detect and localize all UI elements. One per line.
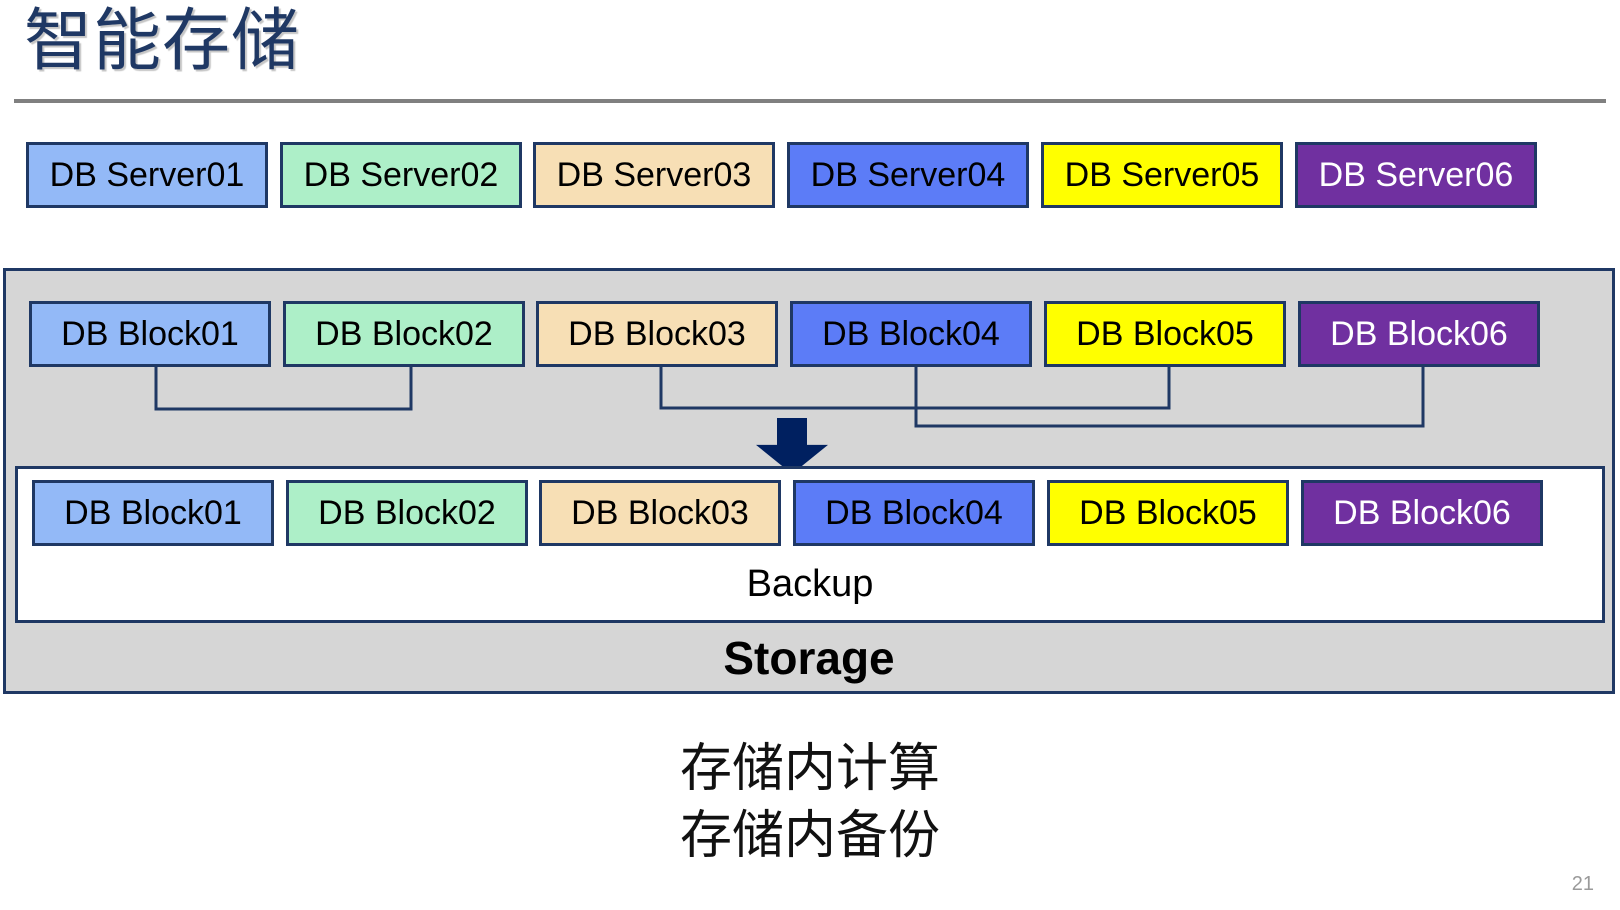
db-server-box-label: DB Server01 (49, 155, 245, 194)
slide-caption: 存储内计算存储内备份 (0, 736, 1620, 869)
db-block-backup-box-5[interactable]: DB Block05 (1047, 480, 1289, 546)
db-block-backup-box-1[interactable]: DB Block01 (32, 480, 274, 546)
db-server-box-label: DB Server03 (556, 155, 752, 194)
db-block-backup-box-label: DB Block03 (571, 493, 749, 532)
storage-label: Storage (723, 632, 895, 684)
db-block-backup-box-3[interactable]: DB Block03 (539, 480, 781, 546)
page-title: 智能存储 (24, 3, 301, 79)
db-block-box-2[interactable]: DB Block02 (283, 301, 525, 367)
db-server-box-1[interactable]: DB Server01 (26, 142, 268, 208)
backup-label: Backup (746, 563, 874, 605)
db-server-box-3[interactable]: DB Server03 (533, 142, 775, 208)
db-block-box-label: DB Block05 (1076, 314, 1254, 353)
db-block-backup-box-6[interactable]: DB Block06 (1301, 480, 1543, 546)
db-server-box-6[interactable]: DB Server06 (1295, 142, 1537, 208)
db-server-box-label: DB Server04 (810, 155, 1006, 194)
db-block-box-label: DB Block01 (61, 314, 239, 353)
page-number: 21 (1571, 873, 1594, 895)
db-block-backup-box-label: DB Block06 (1333, 493, 1511, 532)
db-block-box-5[interactable]: DB Block05 (1044, 301, 1286, 367)
title-divider (14, 99, 1606, 103)
caption-line-1: 存储内计算 (679, 740, 940, 798)
db-server-box-label: DB Server02 (303, 155, 499, 194)
db-block-box-1[interactable]: DB Block01 (29, 301, 271, 367)
caption-line-2: 存储内备份 (679, 806, 940, 865)
db-block-box-6[interactable]: DB Block06 (1298, 301, 1540, 367)
db-block-backup-box-4[interactable]: DB Block04 (793, 480, 1035, 546)
db-block-box-label: DB Block03 (568, 314, 746, 353)
bracket-block03-block05 (659, 367, 1171, 410)
db-server-box-4[interactable]: DB Server04 (787, 142, 1029, 208)
storage-container: Backup DB Block01 DB Block02 DB Block03 DB … (3, 268, 1615, 694)
db-block-box-4[interactable]: DB Block04 (790, 301, 1032, 367)
db-block-backup-box-label: DB Block05 (1079, 493, 1257, 532)
db-server-box-2[interactable]: DB Server02 (280, 142, 522, 208)
db-server-box-5[interactable]: DB Server05 (1041, 142, 1283, 208)
db-block-backup-box-label: DB Block02 (318, 493, 496, 532)
db-block-box-3[interactable]: DB Block03 (536, 301, 778, 367)
db-block-backup-box-label: DB Block01 (64, 493, 242, 532)
db-block-box-label: DB Block04 (822, 314, 1000, 353)
db-block-backup-box-2[interactable]: DB Block02 (286, 480, 528, 546)
db-block-box-label: DB Block02 (315, 314, 493, 353)
backup-box: Backup DB Block01 DB Block02 DB Block03 DB … (15, 466, 1605, 623)
bracket-block04-block06 (914, 367, 1425, 428)
db-server-box-label: DB Server05 (1064, 155, 1260, 194)
db-block-box-label: DB Block06 (1330, 314, 1508, 353)
db-server-box-label: DB Server06 (1318, 155, 1514, 194)
bracket-block01-block02 (154, 367, 413, 411)
db-block-backup-box-label: DB Block04 (825, 493, 1003, 532)
